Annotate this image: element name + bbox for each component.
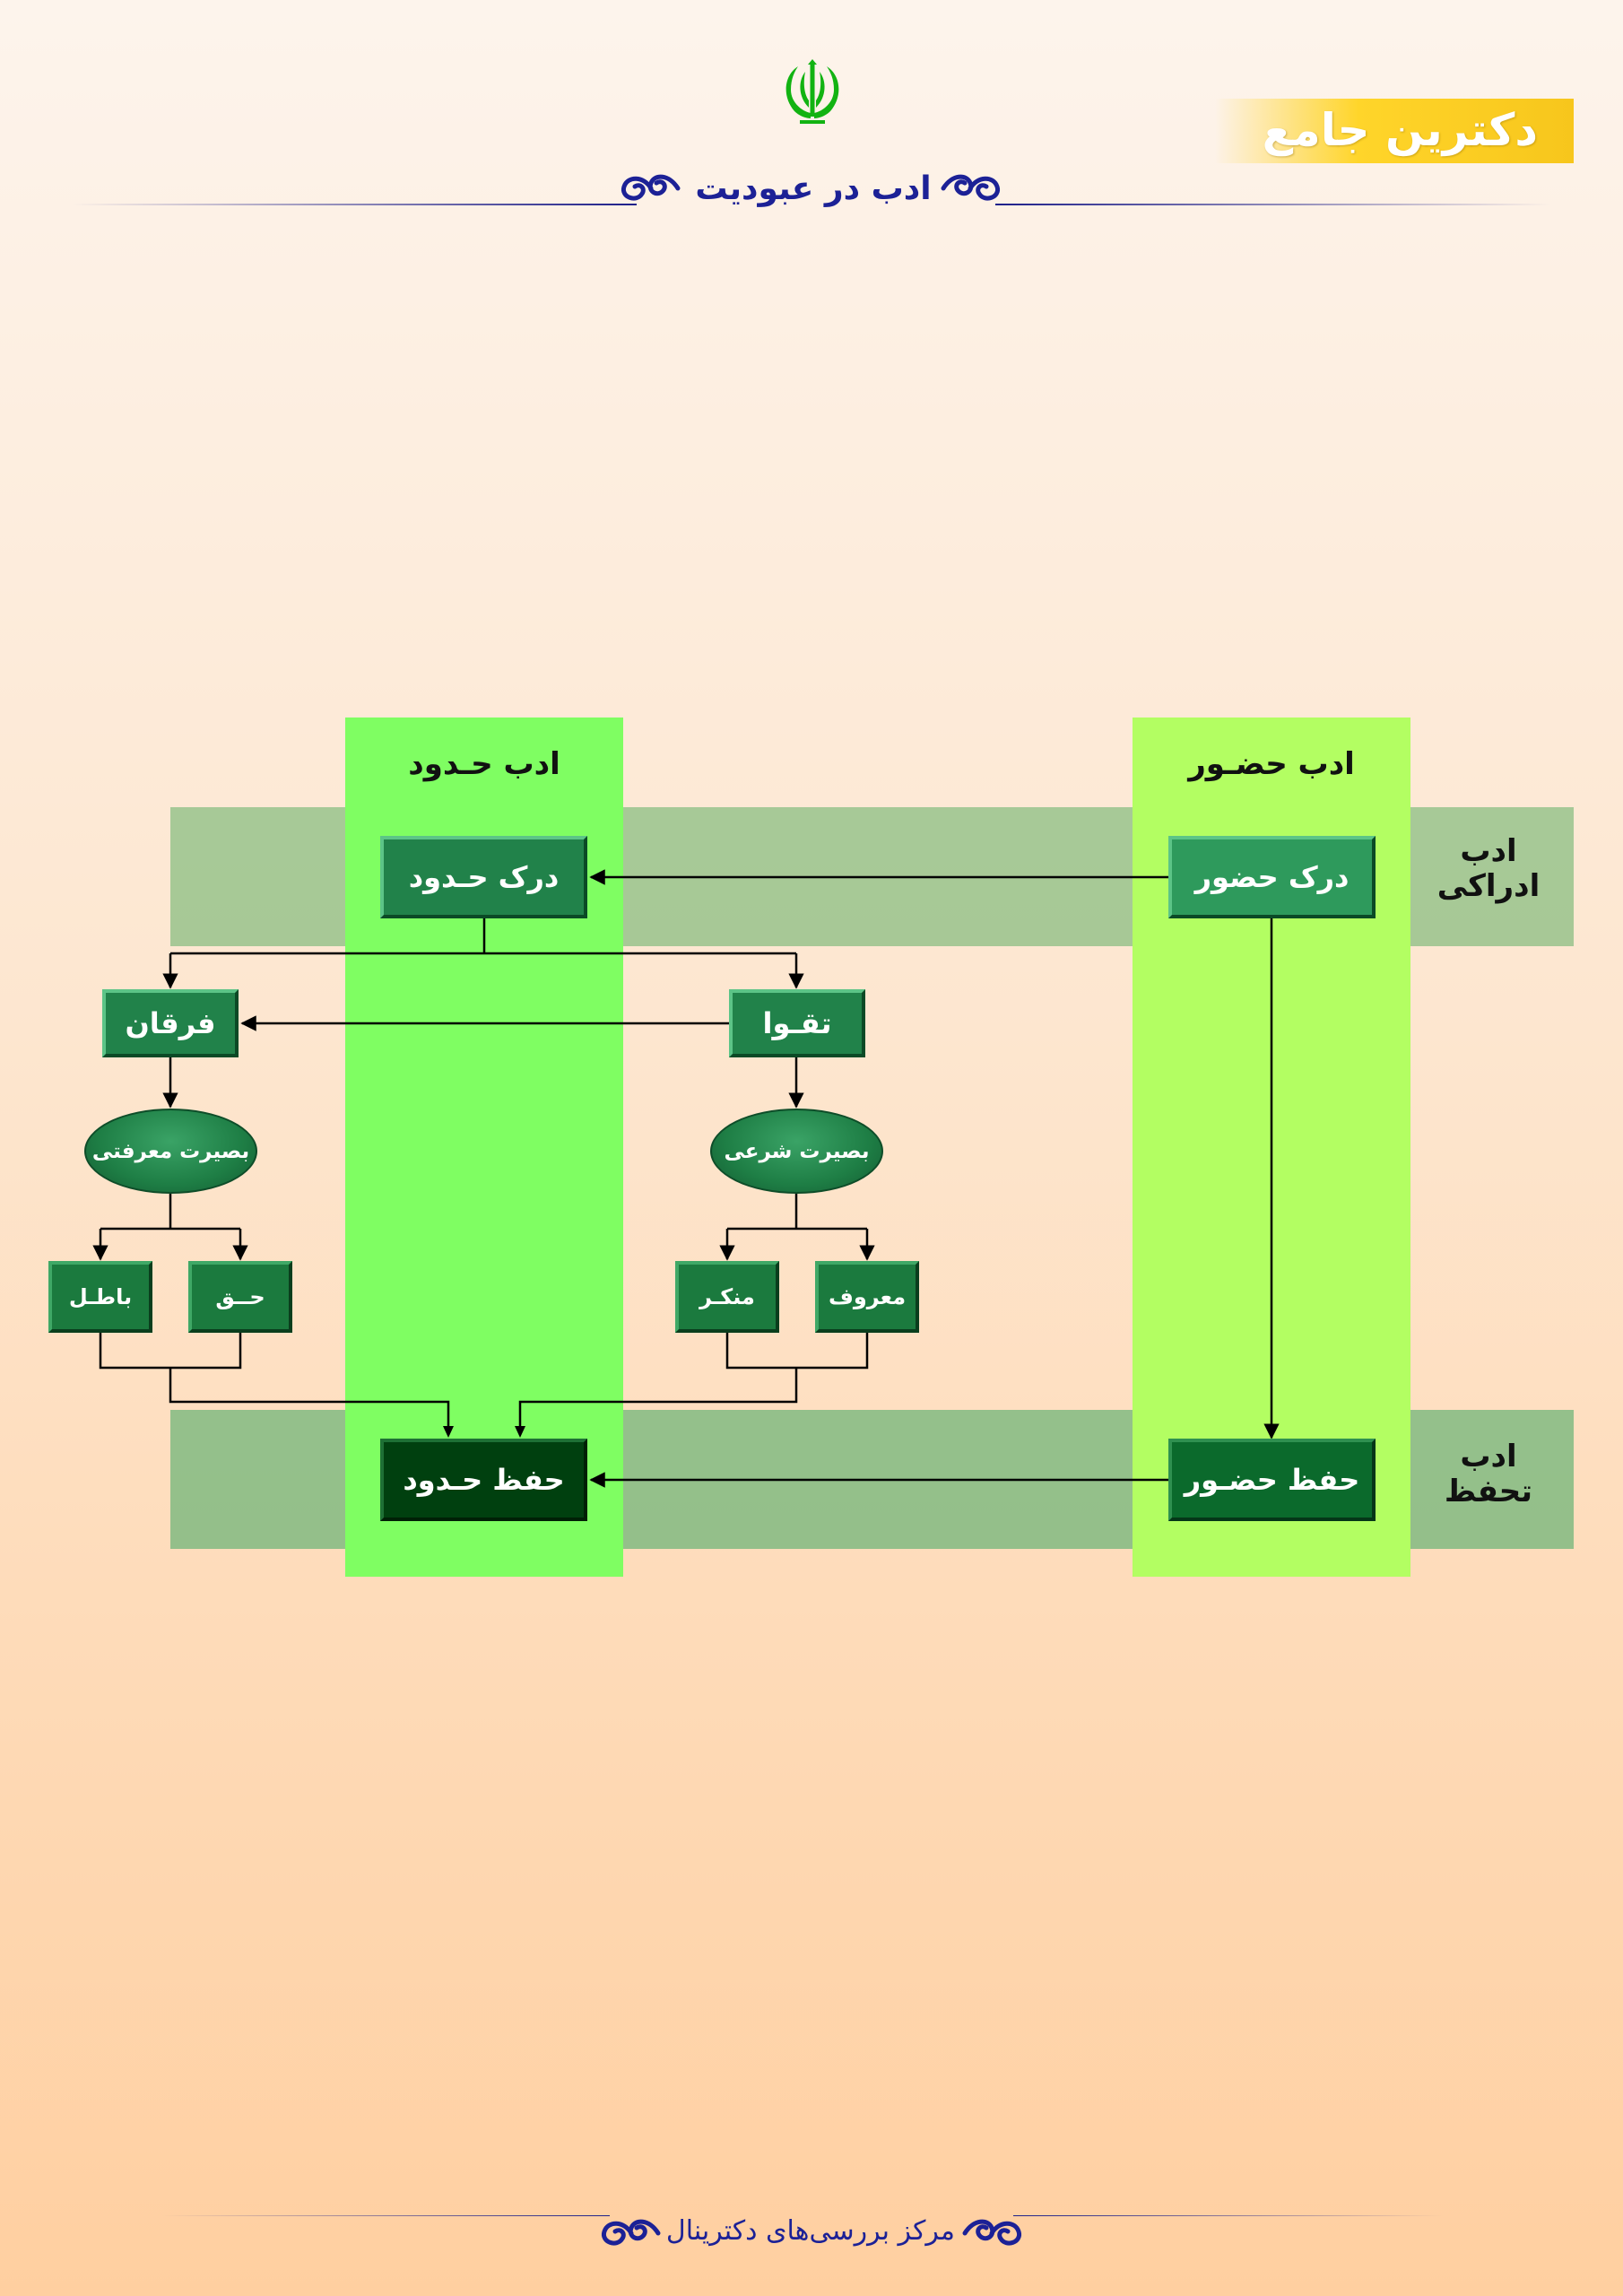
node-taghva: تقـوا xyxy=(729,989,865,1057)
ornament-right-icon xyxy=(941,174,1001,201)
footer-text: مرکز بررسی‌های دکترینال xyxy=(665,2215,955,2247)
column-title-hozur: ادب حضـور xyxy=(1188,746,1355,782)
node-basirat-shari: بصیرت شرعی xyxy=(710,1109,883,1194)
branch-basirat-shari xyxy=(727,1194,867,1231)
node-monkar: منکـر xyxy=(675,1261,779,1333)
column-title-hodud: ادب حـدود xyxy=(408,746,560,782)
branch-dark-hodud xyxy=(170,918,796,955)
node-basirat-marefati: بصیرت معرفتی xyxy=(84,1109,257,1194)
row-label-preservation: ادب تحفظ xyxy=(1444,1439,1533,1510)
page-title: ادب در عبودیت xyxy=(695,170,932,207)
node-hagh: حــق xyxy=(188,1261,292,1333)
node-forghan: فرقان xyxy=(102,989,239,1057)
node-maruf: معروف xyxy=(815,1261,919,1333)
brand-title: دکترین جامع xyxy=(1262,104,1538,156)
branch-basirat-marefati xyxy=(100,1194,240,1231)
node-hefz-hozur: حفظ حضـور xyxy=(1168,1439,1376,1521)
footer-ornament-left-icon xyxy=(601,2219,661,2246)
merge-left-pair xyxy=(99,1333,450,1435)
ornament-left-icon xyxy=(621,174,681,201)
footer-divider-left xyxy=(161,2215,610,2216)
node-dark-hozur: درک حضور xyxy=(1168,836,1376,918)
merge-right-pair xyxy=(518,1333,869,1435)
brand-banner: دکترین جامع xyxy=(1215,99,1574,163)
header-divider-right xyxy=(995,204,1551,205)
footer-divider-right xyxy=(1013,2215,1444,2216)
node-dark-hodud: درک حـدود xyxy=(380,836,587,918)
emblem-icon xyxy=(785,59,839,124)
footer-ornament-right-icon xyxy=(962,2219,1022,2246)
row-label-perception: ادب ادراکی xyxy=(1436,833,1541,905)
node-hefz-hodud: حفظ حـدود xyxy=(380,1439,587,1521)
node-batel: باطـل xyxy=(48,1261,152,1333)
header-divider-left xyxy=(72,204,637,205)
